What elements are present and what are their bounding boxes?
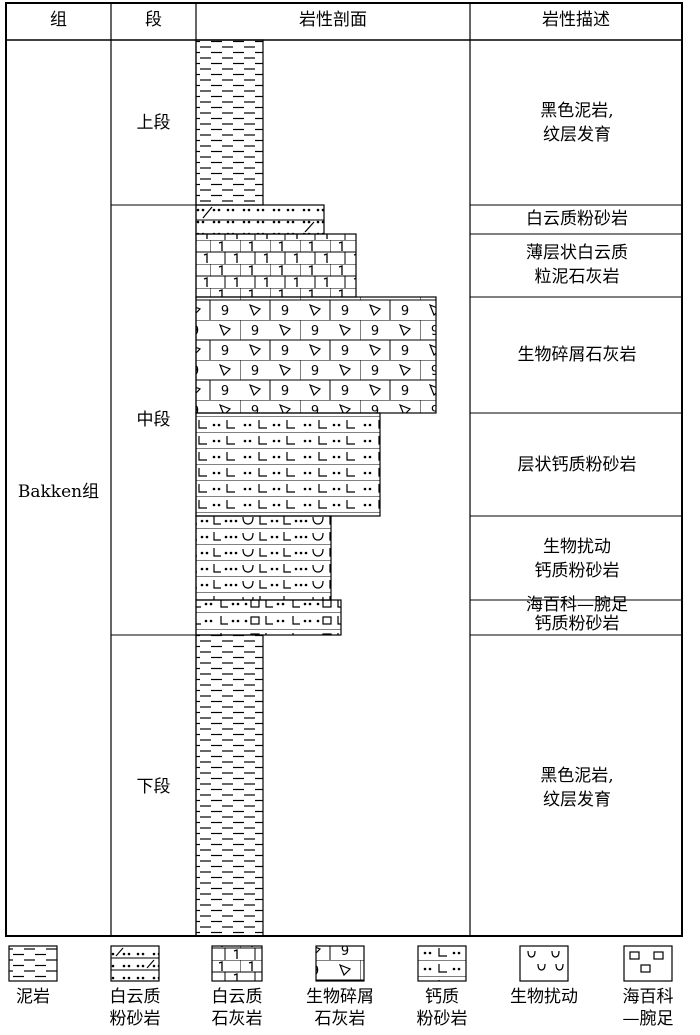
member-lower-label: 下段 <box>136 777 171 797</box>
layer-crinoid-brachiopod-siltstone <box>195 599 342 636</box>
legend-label-dolomitic-siltstone: 白云质 粉砂岩 <box>109 987 161 1029</box>
description-dolomitic-limestone: 薄层状白云质 粒泥石灰岩 <box>526 243 628 287</box>
layer-calcareous-siltstone <box>195 412 381 517</box>
description-crinoid-brachiopod-siltstone: 海百科—腕足 钙质粉砂岩 <box>526 595 628 634</box>
description-bioclastic-limestone: 生物碎屑石灰岩 <box>517 345 637 365</box>
layer-bioclastic-limestone <box>195 296 437 414</box>
legend-label-crinoid-brachiopod: 海百科 —腕足 <box>622 987 674 1029</box>
member-upper-label: 上段 <box>136 113 171 133</box>
header-member: 段 <box>145 10 162 30</box>
description-upper-mudstone: 黑色泥岩, 纹层发育 <box>540 101 614 145</box>
legend-label-mudstone: 泥岩 <box>16 987 50 1007</box>
description-bioturbated-siltstone: 生物扰动 钙质粉砂岩 <box>534 537 620 581</box>
header-formation: 组 <box>50 10 67 30</box>
legend-label-calcareous-siltstone: 钙质 粉砂岩 <box>416 987 468 1029</box>
legend-swatches <box>8 945 673 982</box>
layer-bioturbated-siltstone <box>195 515 332 601</box>
legend-label-bioclastic-limestone: 生物碎屑 石灰岩 <box>306 987 374 1029</box>
layer-lower-mudstone <box>195 634 264 937</box>
layer-upper-mudstone <box>195 39 264 206</box>
layer-dolomitic-limestone <box>195 233 357 298</box>
legend-label-dolomitic-limestone: 白云质 石灰岩 <box>211 987 263 1029</box>
description-dolomitic-siltstone: 白云质粉砂岩 <box>526 209 628 229</box>
header-description: 岩性描述 <box>542 10 610 30</box>
header-profile: 岩性剖面 <box>299 10 367 30</box>
formation-label: Bakken组 <box>17 482 100 502</box>
description-calcareous-siltstone: 层状钙质粉砂岩 <box>517 455 637 475</box>
member-middle-label: 中段 <box>136 410 171 430</box>
description-lower-mudstone: 黑色泥岩, 纹层发育 <box>540 766 614 810</box>
legend-label-bioturbation: 生物扰动 <box>510 987 578 1007</box>
layer-dolomitic-siltstone <box>195 204 325 235</box>
